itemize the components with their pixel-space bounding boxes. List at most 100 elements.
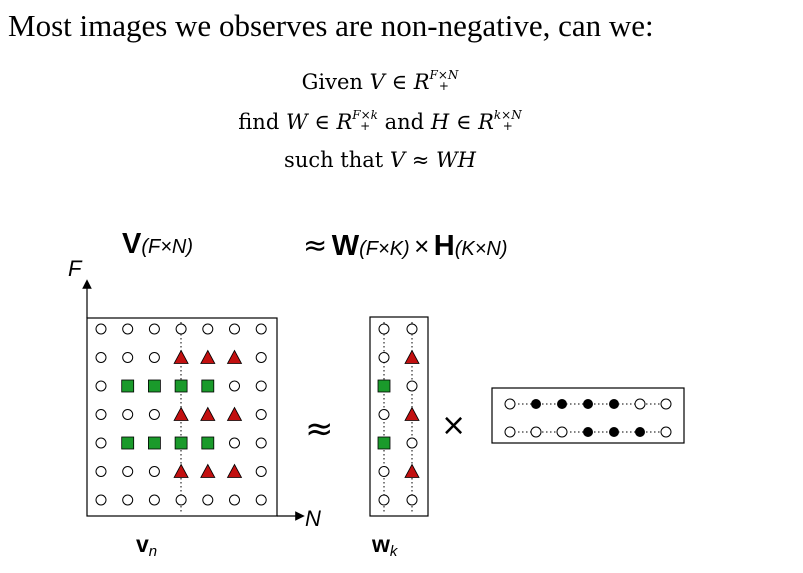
triangle-entry (404, 406, 420, 421)
triangle-entry (200, 349, 216, 364)
empty-entry (95, 437, 107, 449)
w-matrix-entries (377, 323, 420, 506)
filled-entry (635, 427, 645, 437)
empty-entry (148, 466, 160, 477)
empty-entry (122, 494, 134, 506)
empty-entry (406, 323, 418, 335)
such-that-word: such that (284, 148, 384, 172)
dims-sup: F×N (429, 67, 459, 82)
empty-entry (255, 323, 267, 335)
vn-subscript: n (149, 543, 157, 560)
empty-entry (122, 409, 134, 420)
empty-entry (255, 437, 267, 449)
square-entry (147, 379, 161, 393)
triangle-entry (404, 463, 420, 478)
empty-entry (229, 494, 240, 506)
wk-letter: w (371, 531, 390, 557)
empty-entry (406, 494, 418, 506)
filled-entry (583, 399, 593, 409)
vn-label: vn (136, 531, 157, 560)
triangle-entry (173, 349, 189, 364)
empty-entry (95, 466, 107, 477)
empty-entry (148, 409, 160, 420)
square-entry (147, 436, 161, 450)
h-matrix-frame (491, 387, 685, 444)
empty-entry (255, 352, 267, 363)
v-matrix-frame (86, 317, 278, 517)
dims-sup: F×k (352, 107, 378, 122)
formula-line-such-that: such that V ≈ WH (0, 146, 760, 174)
plus-sub: + (438, 78, 449, 93)
empty-entry (378, 323, 390, 335)
empty-entry (229, 380, 240, 392)
triangle-entry (200, 463, 216, 478)
empty-entry (255, 494, 267, 506)
square-entry (377, 436, 391, 450)
dims-superscript: F×N+ (429, 67, 459, 93)
and-word: and (384, 110, 425, 134)
given-word: Given (301, 70, 363, 94)
filled-entry (557, 399, 567, 409)
empty-entry (95, 494, 107, 506)
v-matrix-letter: V (122, 228, 142, 260)
empty-entry (202, 323, 214, 335)
find-word: find (238, 110, 280, 134)
headline: Most images we observes are non-negative… (8, 8, 654, 43)
empty-entry (255, 409, 267, 420)
empty-entry (148, 494, 160, 506)
triangle-entry (404, 349, 420, 364)
times-sign: × (414, 231, 430, 261)
triangle-entry (200, 406, 216, 421)
real-set-symbol: R (478, 110, 494, 134)
w-h-equation-label: ≈ W(F×K) × H(K×N) (303, 228, 508, 263)
filled-entry (609, 399, 619, 409)
figure-approx-symbol: ≈ (305, 409, 334, 449)
v-matrix-entries (95, 323, 267, 506)
element-of-symbol: ∈ (391, 70, 407, 94)
empty-entry (95, 409, 107, 420)
empty-entry (660, 426, 672, 438)
empty-entry (175, 494, 187, 506)
n-axis-label: N (305, 506, 321, 531)
approx-expression: V ≈ WH (389, 148, 476, 172)
triangle-entry (226, 406, 243, 421)
f-axis-label: F (68, 256, 83, 281)
triangle-entry (226, 349, 243, 364)
empty-entry (95, 323, 107, 335)
square-entry (201, 379, 215, 393)
h-matrix-letter: H (433, 230, 455, 262)
empty-entry (634, 398, 646, 410)
empty-entry (504, 426, 516, 438)
square-entry (201, 436, 215, 450)
dims-sup: k×N (493, 107, 522, 122)
empty-entry (406, 380, 418, 392)
plus-sub: + (360, 118, 371, 133)
w-matrix-dims: (F×K) (359, 238, 410, 260)
element-of-symbol: ∈ (455, 110, 472, 134)
real-set-symbol: R (336, 110, 353, 134)
square-entry (174, 436, 188, 450)
h-symbol: H (430, 110, 450, 134)
triangle-entry (173, 406, 189, 421)
element-of-symbol: ∈ (314, 110, 330, 134)
dims-superscript: k×N+ (493, 107, 522, 132)
real-set-symbol: R (413, 70, 430, 94)
empty-entry (406, 437, 418, 449)
empty-entry (255, 380, 267, 392)
empty-entry (122, 352, 134, 363)
square-entry (121, 379, 135, 393)
w-matrix-frame (369, 316, 429, 517)
triangle-entry (226, 463, 243, 478)
dims-superscript: F×k+ (352, 107, 378, 133)
empty-entry (530, 426, 542, 438)
v-symbol: V (369, 70, 385, 94)
empty-entry (378, 494, 390, 506)
empty-entry (229, 323, 240, 335)
filled-entry (531, 399, 541, 409)
empty-entry (556, 426, 568, 438)
approx-sign: ≈ (303, 228, 328, 262)
vn-letter: v (136, 531, 149, 557)
